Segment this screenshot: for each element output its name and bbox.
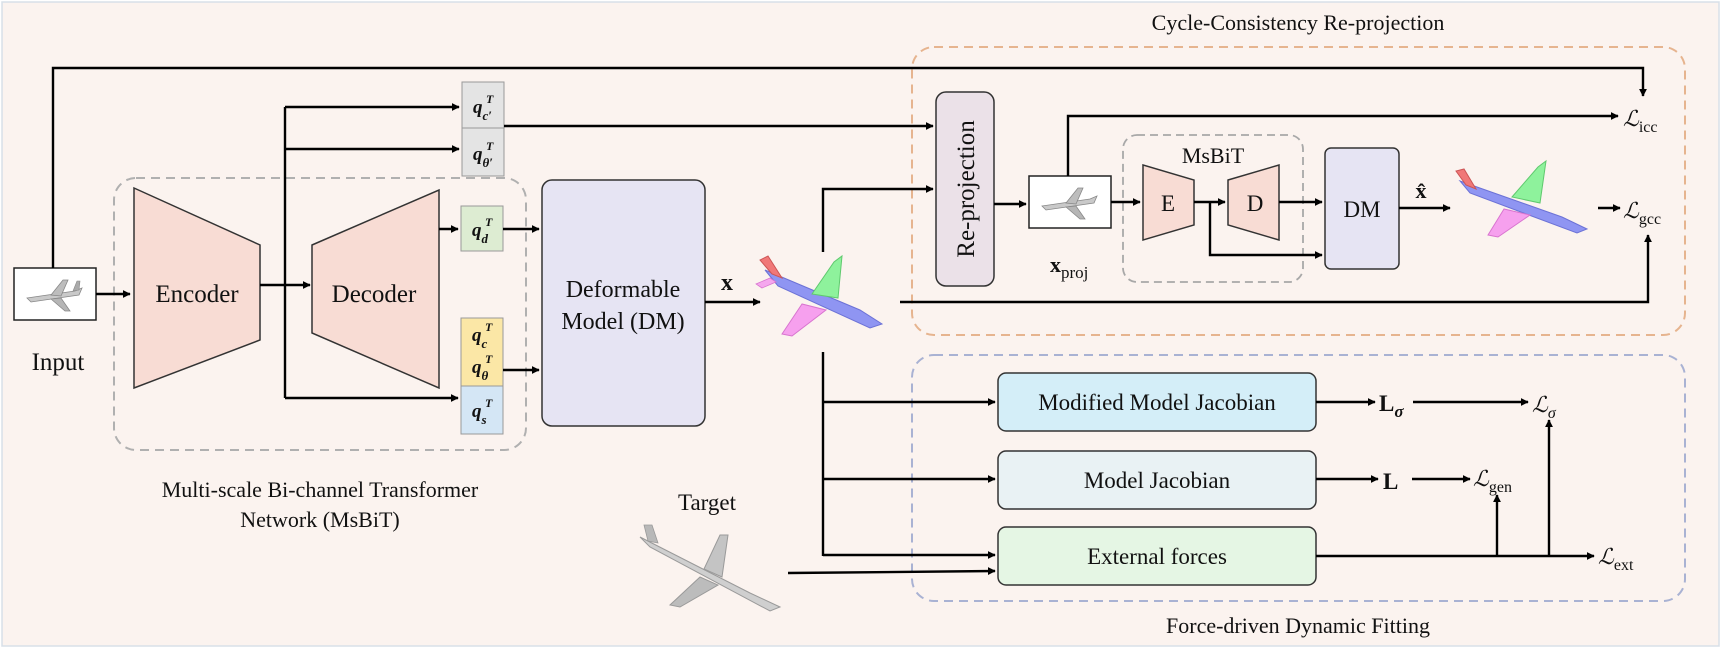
input-label: Input	[32, 349, 85, 376]
decoder-block	[311, 188, 440, 390]
svg-text:T: T	[486, 139, 494, 153]
loss-gen: ℒgen	[1473, 466, 1512, 496]
svg-text:qs: qs	[472, 401, 487, 427]
svg-text:qc: qc	[472, 325, 488, 351]
xproj-image	[1028, 175, 1112, 229]
loss-gcc: ℒgcc	[1623, 198, 1661, 228]
xproj-label: xproj	[1050, 252, 1088, 282]
loss-icc: ℒicc	[1623, 106, 1658, 136]
svg-text:T: T	[485, 396, 493, 410]
modified-model-jacobian-label: Modified Model Jacobian	[1038, 390, 1276, 415]
target-label: Target	[678, 490, 737, 515]
cycle-consistency-region	[911, 46, 1686, 336]
xproj-airplane-icon	[1041, 187, 1098, 220]
deformable-model-label-2: Model (DM)	[561, 309, 684, 335]
L-label: L	[1383, 469, 1398, 494]
external-forces-label: External forces	[1087, 544, 1227, 569]
msbit-caption-line-1: Multi-scale Bi-channel Transformer	[162, 477, 479, 502]
decoder-label: Decoder	[332, 281, 417, 308]
svg-text:T: T	[486, 92, 494, 106]
q-token-d: qd T	[460, 205, 504, 252]
msbit-region	[113, 177, 527, 451]
target-airplane-icon	[639, 524, 782, 612]
reprojection-label: Re-projection	[953, 120, 980, 258]
svg-text:T: T	[485, 215, 493, 229]
reprojection-block	[935, 91, 995, 287]
edge-e-to-dm-small	[1208, 202, 1323, 259]
model-jacobian-label: Model Jacobian	[1084, 468, 1231, 493]
x-output-label: x	[721, 270, 733, 296]
input-image	[13, 267, 97, 321]
loss-ext: ℒext	[1598, 544, 1634, 574]
q-token-s: qs T	[460, 385, 504, 435]
e-label: E	[1161, 191, 1175, 216]
edge-input-to-icc	[51, 66, 1647, 268]
encoder-label: Encoder	[155, 281, 239, 308]
deformable-model-label-1: Deformable	[566, 277, 681, 303]
msbit-caption-line-2: Network (MsBiT)	[240, 507, 399, 532]
deformable-model-block	[541, 179, 706, 427]
svg-text:qθ: qθ	[472, 357, 489, 383]
msbit-small-region	[1122, 134, 1304, 283]
cycle-consistency-title: Cycle-Consistency Re-projection	[1152, 10, 1445, 35]
edge-xproj-to-icc	[1066, 112, 1619, 176]
d-label: D	[1247, 191, 1264, 216]
svg-text:T: T	[485, 352, 493, 366]
q-token-theta-prime: qθ′ T	[461, 127, 505, 177]
dm-small-label: DM	[1343, 197, 1380, 222]
msbit-small-label: MsBiT	[1182, 143, 1245, 168]
loss-sigma: ℒσ	[1532, 392, 1557, 422]
reconstructed-airplane-icon	[1455, 159, 1589, 238]
d-block	[1227, 163, 1280, 242]
deformed-airplane-icon	[755, 254, 884, 337]
encoder-block	[133, 186, 261, 390]
edge-target-to-external-forces	[787, 567, 996, 576]
small-airplane-icon	[26, 279, 83, 312]
connectors	[51, 66, 1652, 576]
q-token-c-prime: qc′ T	[461, 81, 505, 129]
svg-text:qθ′: qθ′	[473, 144, 493, 170]
q-token-c-theta: qc T qθ T	[460, 317, 504, 387]
svg-text:qd: qd	[472, 220, 489, 246]
edge-x-to-reprojection	[821, 185, 934, 252]
svg-text:qc′: qc′	[473, 97, 492, 123]
force-driven-title: Force-driven Dynamic Fitting	[1166, 613, 1430, 638]
L-sigma-label: Lσ	[1379, 391, 1404, 421]
e-block	[1142, 163, 1195, 242]
edge-x-to-gcc	[900, 234, 1652, 304]
svg-text:T: T	[485, 320, 493, 334]
xhat-label: x̂	[1416, 178, 1427, 203]
